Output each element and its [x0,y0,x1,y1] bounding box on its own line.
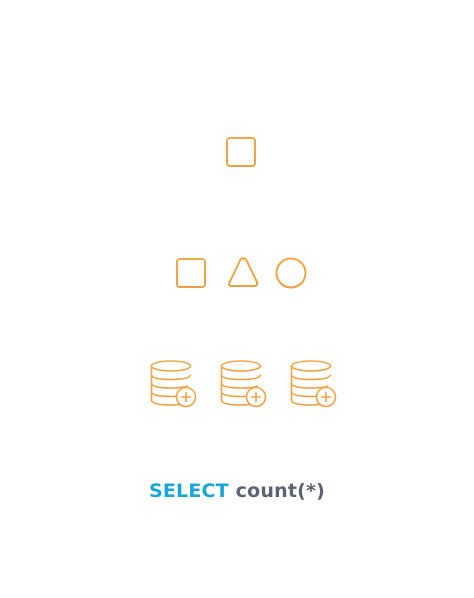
top-square-icon [226,137,256,167]
database-add-icon-2 [220,360,267,408]
sql-keyword: SELECT [148,480,229,502]
database-add-icon-3 [290,360,337,408]
database-add-icon-1 [150,360,197,408]
sql-query: SELECT count(*) [0,480,474,502]
middle-circle-icon [275,257,307,289]
sql-expression: count(*) [235,480,326,502]
middle-triangle-icon [228,257,259,287]
middle-square-icon [176,258,206,288]
